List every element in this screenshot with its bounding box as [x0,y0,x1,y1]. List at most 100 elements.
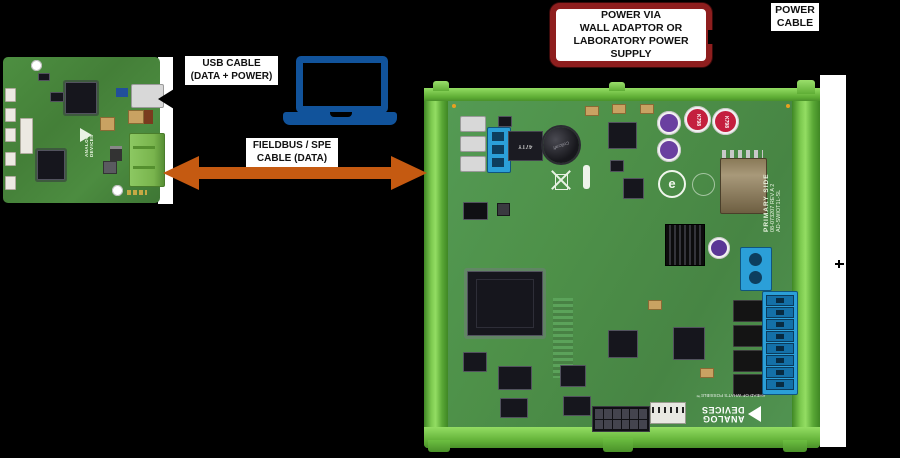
capacitor-top [711,240,727,256]
side-connector [5,88,16,102]
heatsink [665,224,705,266]
usb-cable-label-line2: (DATA + POWER) [190,71,273,82]
capacitor-marking: K798 [694,113,701,126]
capacitor [585,106,599,116]
terminal-pin [766,295,794,306]
pin-header [463,202,488,220]
terminal-hole [776,310,784,315]
capacitor-top [660,141,678,159]
smd-capacitor [460,156,486,172]
side-connector [5,128,16,142]
blue-component [116,88,128,97]
power-callout-line4: SUPPLY [610,48,652,60]
microcontroller-chip [65,82,97,114]
terminal-hole [776,358,784,363]
small-ic [563,396,591,416]
header-pin [595,409,603,419]
adi-tagline-text: AHEAD OF WHAT’S POSSIBLE™ [696,393,766,398]
toroidal-inductor: Coilcraft [543,127,579,163]
header-pin [630,409,639,419]
adi-triangle-logo-icon [747,406,761,422]
electrolytic-capacitor [657,111,681,135]
conformity-mark-icon [692,173,715,196]
rail-clip-tab [609,82,625,91]
small-ic [500,398,528,418]
header-pin [621,419,630,429]
capacitor-marking: K798 [722,115,729,128]
connector-socket [749,271,762,284]
fieldbus-label-line2: CABLE (DATA) [256,153,328,164]
e-mark-icon: e [658,170,686,198]
terminal-pin [766,319,794,330]
left-board-brand-text: ANALOG DEVICES [84,134,94,157]
transformer-pins [722,150,763,158]
mounting-hole [31,60,42,71]
push-button [497,203,510,216]
header-pin [630,419,639,429]
inductor-marking: 47TY [518,143,533,149]
terminal-slot [133,146,155,149]
power-cable-label: POWER CABLE [771,3,819,31]
power-supply-callout: POWER VIA WALL ADAPTOR OR LABORATORY POW… [550,3,712,67]
small-ic [498,116,512,127]
power-callout-connector-stub [708,30,715,44]
terminal-hole [776,334,784,339]
micro-usb-connector [131,84,164,108]
capacitor [612,104,626,114]
terminal-hole [776,322,784,327]
usb-arrow-icon [158,89,298,109]
rail-foot [428,440,450,452]
header-pin [612,409,621,419]
usb-cable-label: USB CABLE (DATA + POWER) [185,56,278,85]
relay [733,350,764,372]
adc-ic [608,330,638,358]
main-processor-qfp [467,271,543,336]
mounting-hole [112,185,123,196]
debug-header-2x6 [592,406,650,432]
rail-clip-tab [433,81,449,91]
capacitor [144,110,153,124]
laptop-base [283,112,397,125]
board-silkscreen-text: PRIMARY SIDE 08-073207 REV A 2 AD-SWIOT1… [763,100,782,232]
fiducial-dot [786,104,790,108]
regulator-ic [608,122,637,149]
capacitor [700,368,714,378]
side-connector [5,108,16,122]
rail-foot [783,440,807,452]
capacitor [640,104,654,114]
terminal-pin [766,331,794,342]
side-connector [5,152,16,166]
adi-brand-line2: DEVICES [701,405,745,415]
capacitor [128,110,144,124]
fieldbus-arrow-icon [163,156,427,190]
terminal-pin [492,158,504,167]
terminal-pin [766,307,794,318]
fiducial-dot [452,104,456,108]
side-connector [5,176,16,190]
capacitor-top: K798 [715,111,736,132]
electrolytic-capacitor [657,138,681,162]
adi-brand-line1: ANALOG [702,414,745,424]
transceiver-chip [37,150,65,180]
din-rail-bottom [424,427,820,448]
weee-icon [550,168,572,192]
power-inductor: 47TY [508,131,543,161]
fieldbus-label-line1: FIELDBUS / SPE [252,140,332,151]
header-pin [603,419,612,429]
terminal-pin [766,379,794,390]
usb-cable-label-line1: USB CABLE [202,58,261,69]
header-pin [621,409,630,419]
terminal-pin [766,367,794,378]
white-capsule-component [583,165,590,189]
small-ic [50,92,64,102]
terminal-hole [776,382,784,387]
electrolytic-capacitor: K798 [712,108,739,135]
connector-socket [749,253,762,266]
coil-marking: Coilcraft [552,139,570,151]
capacitor-top: K798 [687,109,708,130]
electrolytic-capacitor [708,237,730,259]
relay [733,300,764,322]
header-pin [639,409,647,419]
capacitor [110,146,122,161]
